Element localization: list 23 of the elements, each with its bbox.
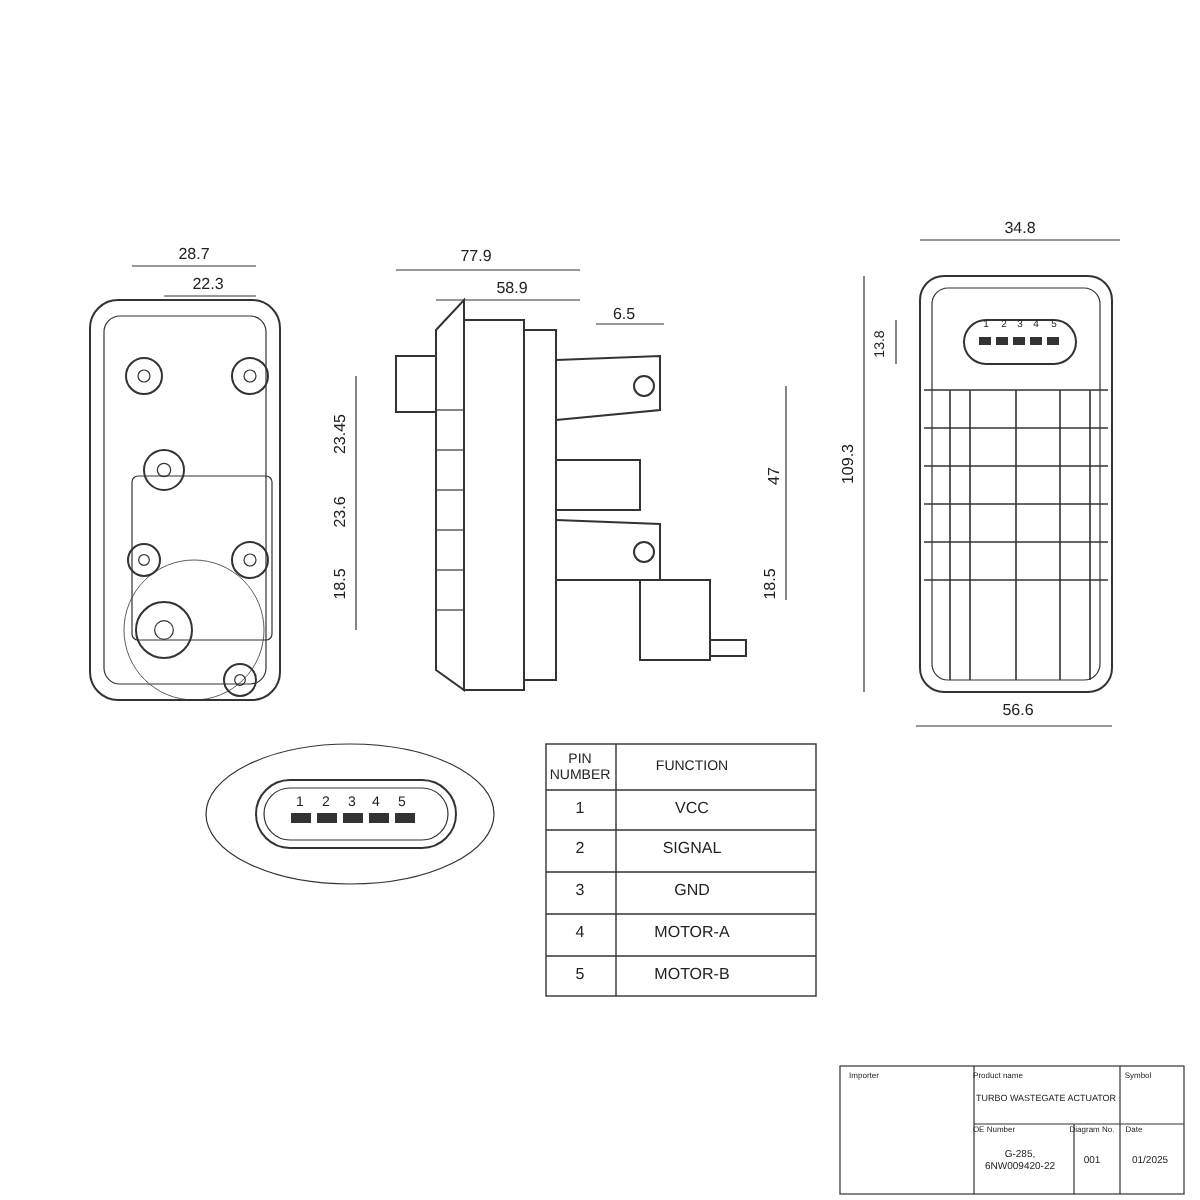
table-cell: GND [674,883,710,901]
dimension-value: 18.5 [763,568,781,600]
table-cell: SIGNAL [662,841,722,859]
table-cell: 2 [575,841,585,859]
dimension-value: 56.6 [1002,703,1034,721]
table-cell: 1 [575,801,585,819]
dimension-value: 34.8 [1004,221,1036,239]
dimension-value: 58.9 [496,281,528,299]
table-cell: 5 [575,967,585,985]
dimension-value: 47 [767,467,785,485]
dimension-value: 109.3 [841,443,859,485]
table-cell: 3 [575,883,585,901]
table-cell: 4 [575,925,585,943]
dimension-value: 28.7 [178,247,210,265]
dimension-value: 23.45 [333,413,351,455]
dimension-value: 22.3 [192,277,224,295]
dimension-value: 18.5 [333,568,351,600]
dimension-value: 6.5 [612,307,636,325]
dimension-value: 23.6 [333,496,351,528]
table-cell: MOTOR-B [654,967,730,985]
table-cell: VCC [675,801,709,819]
table-cell: MOTOR-A [654,925,730,943]
dimension-value: 77.9 [460,249,492,267]
